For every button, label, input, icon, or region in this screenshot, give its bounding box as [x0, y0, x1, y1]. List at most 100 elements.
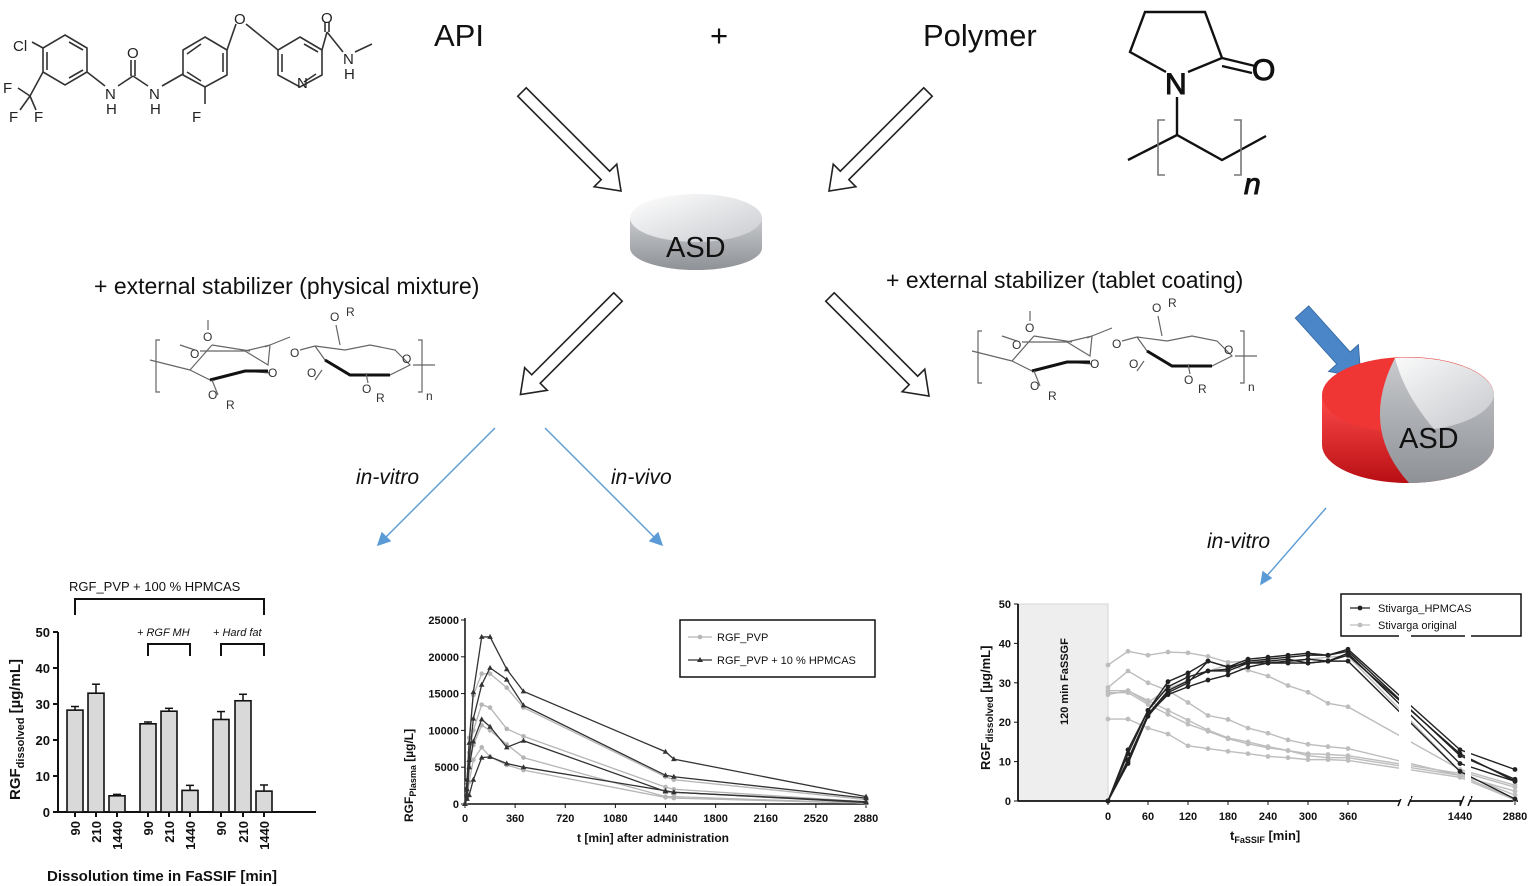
data-point [1205, 677, 1211, 683]
legend-label: Stivarga_HPMCAS [1378, 603, 1472, 615]
data-point [1305, 757, 1311, 763]
data-point [1345, 658, 1351, 664]
y-axis-label: RGFdissolved [µg/mL] [978, 646, 996, 770]
data-point [504, 726, 510, 732]
data-point [479, 702, 485, 707]
data-point [1145, 707, 1151, 713]
data-point [1305, 660, 1311, 666]
arrow-asd-to-tablet-coating [824, 291, 930, 397]
polymer-label: Polymer [923, 18, 1037, 53]
data-point [1205, 658, 1211, 664]
data-point [1245, 725, 1251, 731]
x-tick-label: 1800 [703, 813, 727, 825]
data-point [520, 737, 527, 743]
x-tick-label: 1440 [183, 821, 198, 850]
data-point [1185, 717, 1191, 723]
legend-label: RGF_PVP [717, 632, 768, 644]
data-point [1225, 672, 1231, 678]
legend-marker [697, 657, 703, 662]
data-point [1512, 788, 1518, 794]
atom-label: O [330, 310, 339, 324]
data-point [1185, 680, 1191, 686]
data-point [470, 689, 477, 695]
legend-marker [1357, 622, 1363, 628]
atom-label: N [343, 51, 354, 68]
data-point [478, 633, 485, 639]
y-tick-label: 5000 [435, 762, 459, 774]
atom-label: Cl [13, 38, 27, 55]
repeat-unit-label: n [1244, 168, 1261, 201]
data-point [1245, 660, 1251, 666]
atom-label: O [190, 347, 199, 361]
data-point [487, 723, 493, 729]
y-tick-label: 0 [1005, 796, 1011, 808]
data-point [1512, 782, 1518, 788]
asd-tablet: ASD [630, 194, 762, 270]
bar [234, 699, 252, 813]
y-tick-label: 50 [999, 599, 1011, 611]
atom-label: O [208, 388, 217, 402]
y-tick-label: 0 [43, 805, 50, 820]
bar [160, 710, 178, 813]
data-point [1145, 680, 1151, 686]
data-point [466, 792, 472, 798]
x-tick-label: 210 [162, 821, 177, 843]
data-point [671, 789, 677, 795]
x-tick-label: 90 [214, 821, 229, 835]
data-point [479, 671, 485, 677]
data-point [1305, 689, 1311, 695]
data-point [1145, 652, 1151, 658]
data-point [863, 795, 869, 801]
data-point [520, 764, 527, 770]
data-point [1145, 702, 1151, 707]
atom-label: R [1048, 389, 1057, 403]
data-point [1325, 744, 1331, 750]
in-vitro-label: in-vitro [356, 466, 419, 489]
data-point [1285, 658, 1291, 664]
repeat-unit-label: n [1248, 380, 1255, 394]
asd-label: ASD [666, 232, 726, 264]
y-tick-label: 30 [36, 697, 50, 712]
data-point [504, 685, 510, 691]
data-point [1245, 751, 1251, 757]
data-point [671, 756, 677, 762]
data-point [1125, 690, 1131, 696]
data-point [1225, 736, 1231, 742]
plasma-concentration-chart: RGFPlasma [µg/L] t [min] after administr… [402, 615, 878, 845]
data-point [1325, 658, 1331, 664]
data-point [462, 801, 468, 806]
data-point [1165, 690, 1171, 696]
y-tick-label: 30 [999, 678, 1011, 690]
data-point [1225, 717, 1231, 722]
atom-label: O [127, 45, 139, 62]
x-tick-label: 360 [506, 813, 524, 825]
data-point [1125, 668, 1131, 674]
legend-box [1340, 593, 1522, 637]
data-point [471, 757, 476, 763]
data-point [487, 671, 493, 677]
dissolution-bar-chart: RGF_PVP + 100 % HPMCAS + RGF MH + Hard f… [7, 579, 316, 885]
legend-label: RGF_PVP + 10 % HPMCAS [717, 655, 856, 667]
data-point [1345, 652, 1351, 658]
atom-label: O [1224, 343, 1233, 357]
data-point [662, 772, 669, 778]
data-point [1305, 741, 1311, 747]
atom-label: O [362, 382, 371, 396]
data-point [1185, 650, 1191, 656]
data-point [1325, 652, 1331, 658]
data-point [1285, 683, 1291, 688]
atom-label: O [268, 366, 277, 380]
data-point [1512, 792, 1518, 798]
data-point [487, 728, 493, 733]
data-point [1265, 673, 1271, 679]
bar [108, 794, 126, 813]
data-point [1205, 668, 1211, 674]
data-point [1457, 769, 1463, 774]
y-tick-label: 10 [999, 757, 1011, 769]
data-point [521, 755, 526, 760]
data-point [1125, 648, 1131, 654]
x-tick-label: 120 [1179, 811, 1197, 823]
data-point [1105, 662, 1111, 668]
data-point [1165, 684, 1171, 690]
data-point [503, 760, 510, 766]
